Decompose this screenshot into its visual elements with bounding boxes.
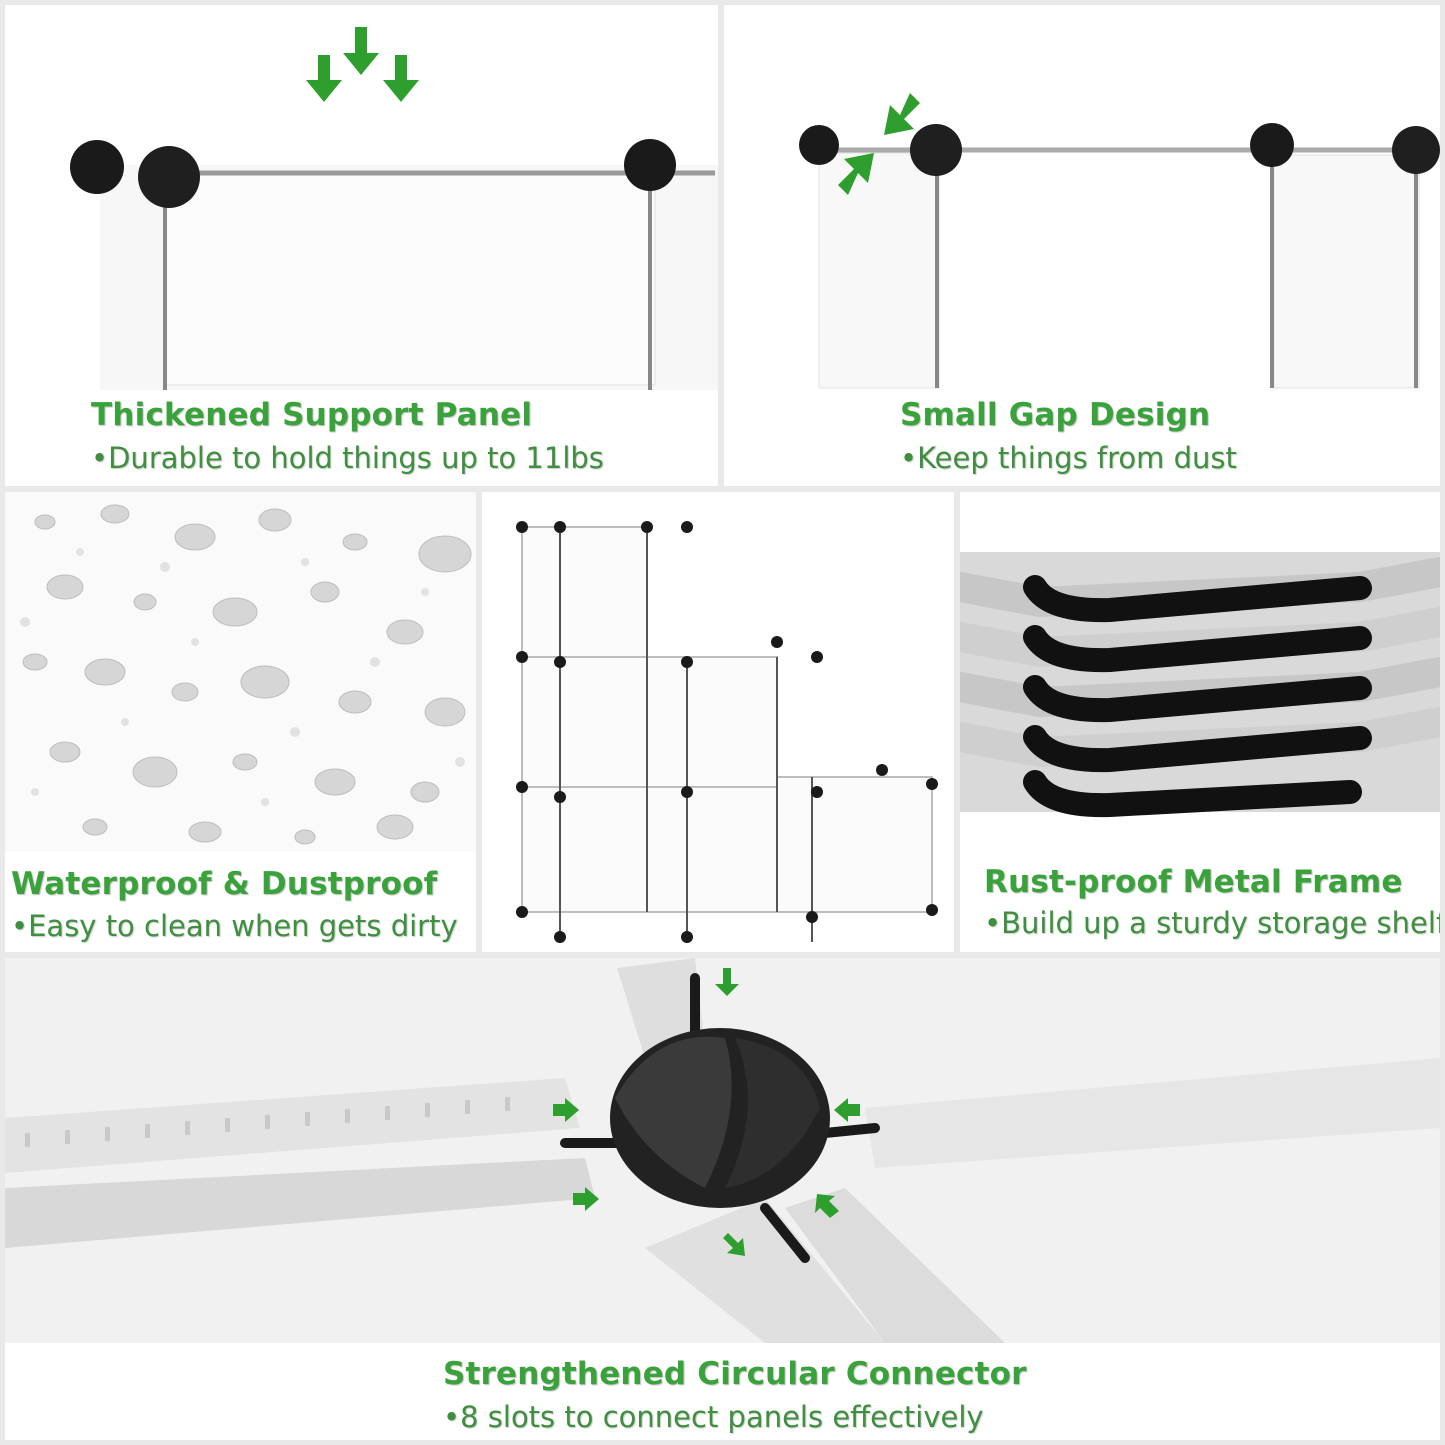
connector-arrows-icon — [553, 968, 860, 1256]
gap-design-title: Small Gap Design — [900, 397, 1211, 433]
water-droplets-image — [5, 492, 476, 852]
cube-shelf-image — [516, 521, 938, 943]
waterproof-subtitle: •Easy to clean when gets dirty — [11, 909, 458, 943]
down-arrows-icon — [306, 27, 419, 102]
connector-image — [5, 958, 1440, 1343]
gap-design-card: Small Gap Design •Keep things from dust — [724, 5, 1440, 486]
metal-frame-title: Rust-proof Metal Frame — [984, 864, 1403, 900]
waterproof-title: Waterproof & Dustproof — [11, 866, 438, 902]
connector-title: Strengthened Circular Connector — [443, 1356, 1027, 1392]
metal-frame-image — [960, 552, 1440, 818]
gap-design-illustration — [799, 93, 1440, 389]
metal-frame-card: Rust-proof Metal Frame •Build up a sturd… — [960, 492, 1440, 952]
support-panel-illustration — [70, 27, 718, 390]
gap-arrows-icon — [838, 93, 920, 195]
waterproof-card: Waterproof & Dustproof •Easy to clean wh… — [5, 492, 476, 952]
metal-frame-subtitle: •Build up a sturdy storage shelf — [984, 906, 1440, 940]
support-panel-title: Thickened Support Panel — [91, 397, 533, 433]
connector-card: Strengthened Circular Connector •8 slots… — [5, 958, 1440, 1440]
shelf-product-card — [482, 492, 954, 952]
connector-subtitle: •8 slots to connect panels effectively — [443, 1400, 984, 1434]
support-panel-card: Thickened Support Panel •Durable to hold… — [5, 5, 718, 486]
gap-design-subtitle: •Keep things from dust — [900, 441, 1237, 475]
support-panel-subtitle: •Durable to hold things up to 11lbs — [91, 441, 604, 475]
